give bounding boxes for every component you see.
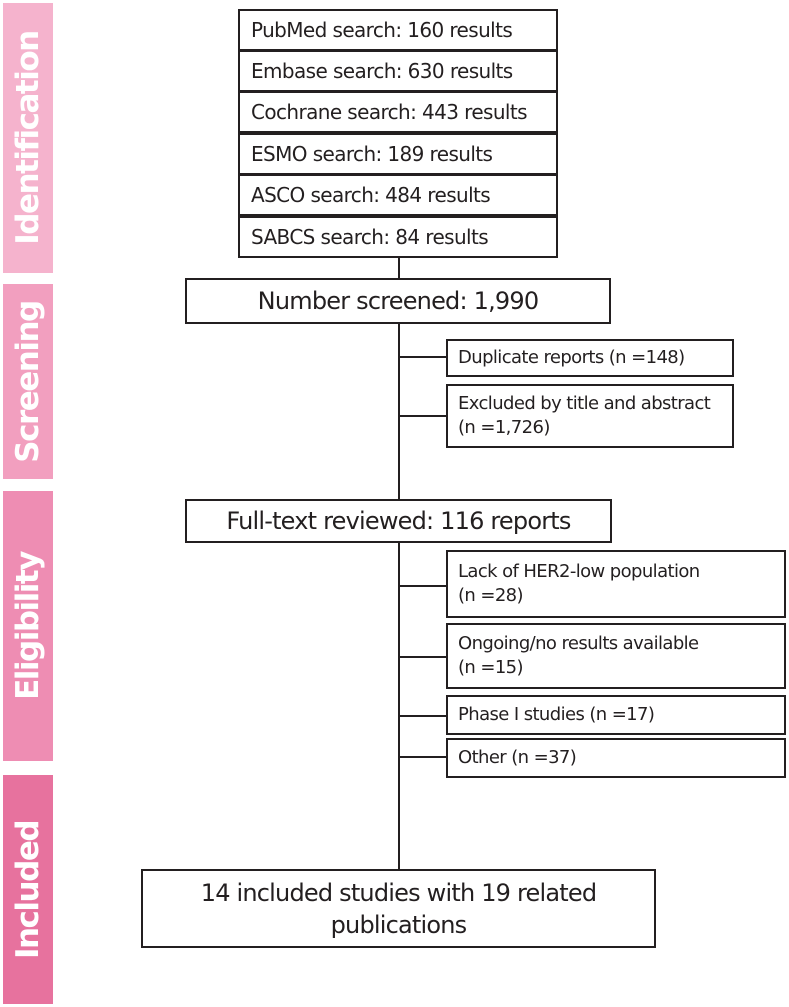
connector-phase1 [398,715,446,717]
screening-label: Screening [10,300,46,463]
sabcs-search-box: SABCS search: 84 results [238,216,558,258]
ongoing-count: (n =15) [458,657,524,678]
number-screened-text: Number screened: 1,990 [257,287,539,315]
included-studies-text: 14 included studies with 19 related [200,878,597,907]
full-text-reviewed-box: Full-text reviewed: 116 reports [185,499,612,543]
duplicate-reports-box: Duplicate reports (n =148) [446,339,734,377]
embase-search-box: Embase search: 630 results [238,50,558,92]
sabcs-search-text: SABCS search: 84 results [251,225,489,249]
included-label: Included [10,820,46,959]
eligibility-label: Eligibility [10,552,46,700]
other-text: Other (n =37) [458,747,577,768]
ongoing-box: Ongoing/no results available (n =15) [446,623,786,689]
connector-excluded-title-abstract [398,415,446,417]
connector-other [398,756,446,758]
pubmed-search-box: PubMed search: 160 results [238,9,558,51]
her2-low-count: (n =28) [458,585,524,606]
connector-duplicates [398,356,446,358]
phase1-studies-text: Phase I studies (n =17) [458,704,655,725]
cochrane-search-box: Cochrane search: 443 results [238,91,558,133]
ongoing-text: Ongoing/no results available [458,633,699,654]
asco-search-text: ASCO search: 484 results [251,183,491,207]
identification-band: Identification [3,3,53,273]
connector-her2-low [398,585,446,587]
number-screened-box: Number screened: 1,990 [185,278,611,324]
connector-main-vertical [398,258,400,870]
embase-search-text: Embase search: 630 results [251,59,513,83]
esmo-search-text: ESMO search: 189 results [251,142,493,166]
phase1-studies-box: Phase I studies (n =17) [446,695,786,735]
excluded-title-abstract-count: (n =1,726) [458,417,550,438]
included-studies-box: 14 included studies with 19 related publ… [141,869,656,948]
included-band: Included [3,775,53,1004]
screening-band: Screening [3,284,53,479]
her2-low-text: Lack of HER2-low population [458,561,700,582]
cochrane-search-text: Cochrane search: 443 results [251,100,528,124]
esmo-search-box: ESMO search: 189 results [238,133,558,175]
her2-low-box: Lack of HER2-low population (n =28) [446,550,786,618]
other-box: Other (n =37) [446,738,786,778]
pubmed-search-text: PubMed search: 160 results [251,18,513,42]
included-publications-text: publications [330,910,468,939]
duplicate-reports-text: Duplicate reports (n =148) [458,347,685,368]
full-text-reviewed-text: Full-text reviewed: 116 reports [226,507,571,535]
connector-ongoing [398,656,446,658]
excluded-title-abstract-text: Excluded by title and abstract [458,393,711,414]
asco-search-box: ASCO search: 484 results [238,174,558,216]
excluded-title-abstract-box: Excluded by title and abstract (n =1,726… [446,384,734,448]
identification-label: Identification [10,31,46,245]
eligibility-band: Eligibility [3,491,53,761]
